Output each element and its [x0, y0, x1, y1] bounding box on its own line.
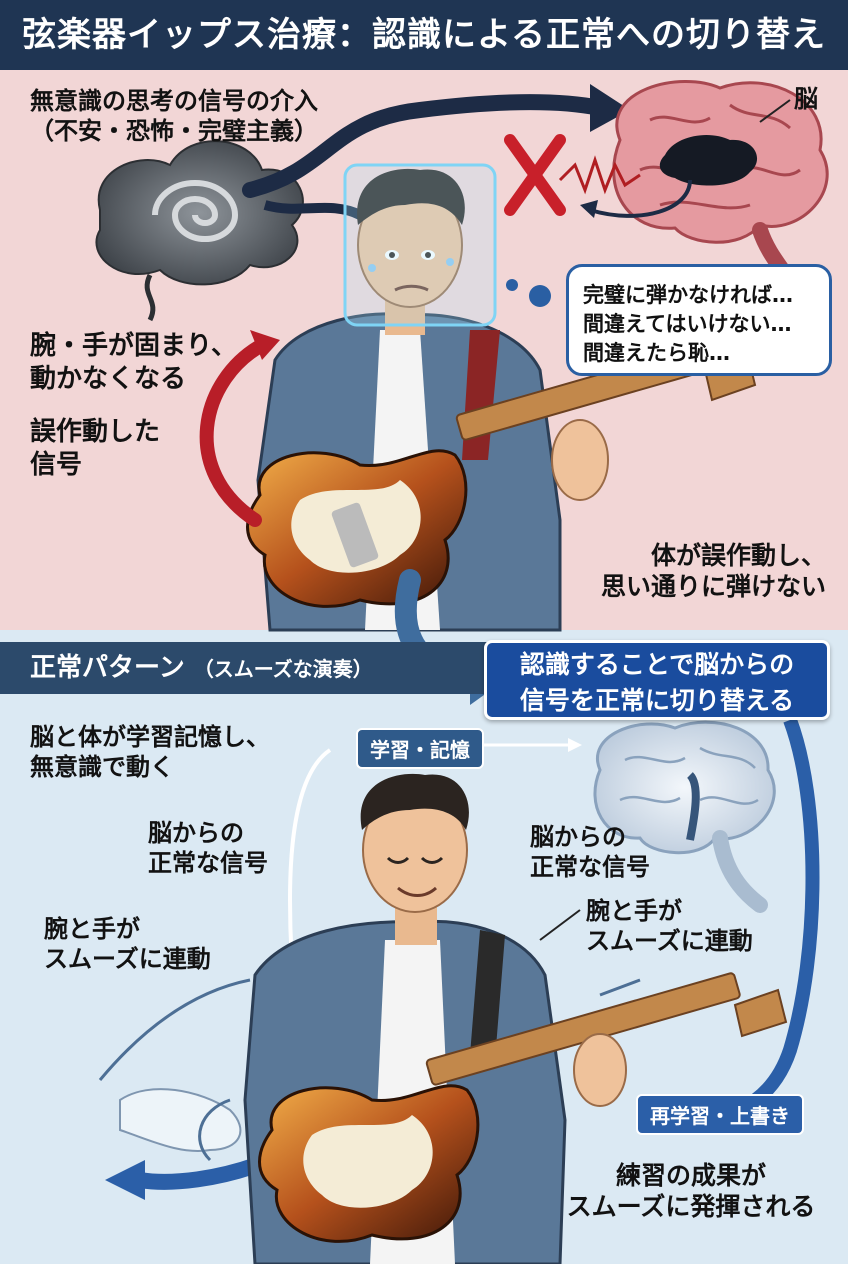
- misfire-arrow: [199, 338, 269, 527]
- arm-freeze-label: 腕・手が固まり、 動かなくなる: [30, 330, 237, 395]
- intrusion-label-line2: （不安・恐怖・完璧主義）: [30, 117, 318, 145]
- arm-freeze-line1: 腕・手が固まり、: [30, 331, 237, 361]
- misfire-signal-label: 誤作動した 信号: [30, 416, 160, 481]
- result-line1: 練習の成果が: [615, 1161, 766, 1190]
- learn-memory-label: 脳と体が学習記憶し、 無意識で動く: [30, 722, 270, 782]
- body-misfire-label: 体が誤作動し、 思い通りに弾けない: [572, 540, 826, 603]
- learn-memory-line2: 無意識で動く: [30, 753, 174, 781]
- normal-signal-left-line2: 正常な信号: [148, 849, 268, 877]
- arm-freeze-line2: 動かなくなる: [30, 363, 187, 394]
- arm-smooth-left: 腕と手が スムーズに連動: [44, 914, 211, 974]
- arm-smooth-right-line1: 腕と手が: [586, 897, 682, 925]
- arm-smooth-right: 腕と手が スムーズに連動: [586, 896, 753, 956]
- section-title: 正常パターン: [30, 653, 185, 683]
- normal-signal-left-line1: 脳からの: [148, 819, 244, 847]
- switch-callout: 認識することで脳からの 信号を正常に切り替える: [484, 640, 830, 720]
- learn-memory-line1: 脳と体が学習記憶し、: [30, 723, 270, 751]
- guitar-icon: [246, 341, 757, 608]
- thought-line-2: 間違えてはいけない…: [583, 312, 792, 336]
- body-misfire-line1: 体が誤作動し、: [650, 541, 826, 570]
- body-misfire-line2: 思い通りに弾けない: [600, 572, 826, 602]
- normal-signal-left: 脳からの 正常な信号: [148, 818, 268, 878]
- thought-line-3: 間違えたら恥…: [583, 341, 730, 365]
- switch-callout-line1: 認識することで脳からの: [519, 650, 795, 679]
- intrusion-label: 無意識の思考の信号の介入 （不安・恐怖・完璧主義）: [30, 86, 318, 146]
- intrusion-label-line1: 無意識の思考の信号の介入: [30, 87, 318, 115]
- intrusion-arrow: [242, 94, 608, 198]
- brain-normal-icon: [593, 720, 776, 913]
- switch-callout-line2: 信号を正常に切り替える: [519, 686, 795, 715]
- normal-signal-right-line1: 脳からの: [530, 823, 626, 851]
- brain-label: 脳: [794, 85, 818, 113]
- cross-icon: [504, 134, 566, 216]
- misfire-signal-line1: 誤作動した: [30, 417, 161, 447]
- thought-bubble: 完璧に弾かなければ… 間違えてはいけない… 間違えたら恥…: [566, 264, 832, 376]
- normal-signal-right-line2: 正常な信号: [530, 853, 650, 881]
- section-header: 正常パターン （スムーズな演奏）: [0, 642, 510, 694]
- arm-smooth-left-line2: スムーズに連動: [44, 945, 211, 973]
- anxiety-cloud-icon: [95, 140, 304, 322]
- thought-line-1: 完璧に弾かなければ…: [583, 283, 793, 307]
- normal-signal-right: 脳からの 正常な信号: [530, 822, 650, 882]
- learn-memory-tag: 学習・記憶: [356, 728, 484, 769]
- result-line2: スムーズに発揮される: [566, 1192, 816, 1222]
- section-subtitle: （スムーズな演奏）: [193, 657, 373, 681]
- misfire-signal-line2: 信号: [30, 449, 83, 480]
- page-title: 弦楽器イップス治療：認識による正常への切り替え: [0, 0, 848, 70]
- result-label: 練習の成果が スムーズに発揮される: [556, 1160, 826, 1223]
- brain-icon: [612, 80, 829, 308]
- arm-smooth-right-line2: スムーズに連動: [586, 927, 753, 955]
- guitar-bottom-icon: [258, 972, 788, 1243]
- arm-smooth-left-line1: 腕と手が: [44, 915, 140, 943]
- relearn-tag: 再学習・上書き: [636, 1094, 804, 1135]
- focus-frame: [343, 163, 497, 327]
